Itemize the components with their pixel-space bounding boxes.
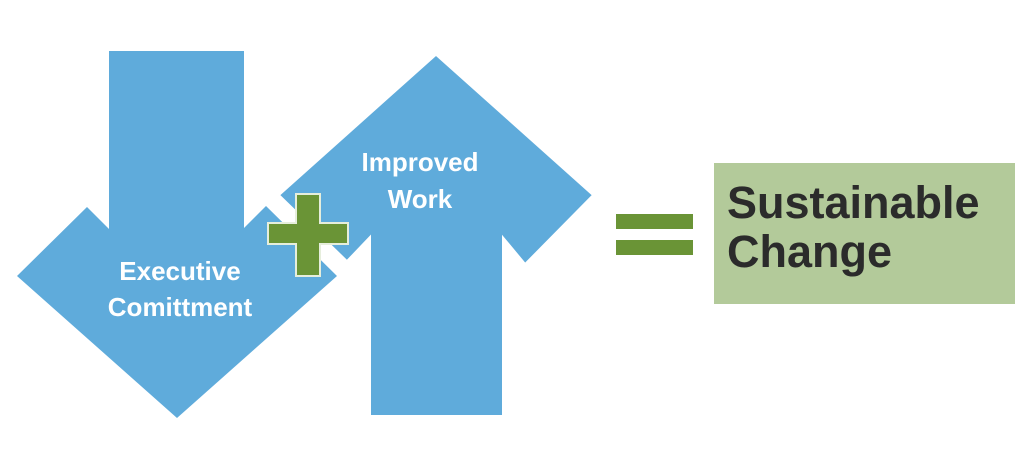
down-arrow [17,51,337,418]
equals-icon-bottom-bar [616,240,693,255]
label-line: Executive [119,256,241,286]
improved-work-label: Improved Work [330,144,510,218]
label-line: Comittment [107,292,253,322]
sustainable-change-box [714,163,1015,304]
plus-icon [267,193,349,277]
sustainable-change-label: Sustainable Change [727,178,980,276]
label-line: Change [727,226,893,277]
equals-icon-top-bar [616,214,693,229]
label-line: Work [387,184,453,214]
label-line: Sustainable [727,177,980,228]
executive-commitment-label: Executive Comittment [60,253,300,325]
label-line: Improved [361,147,479,177]
